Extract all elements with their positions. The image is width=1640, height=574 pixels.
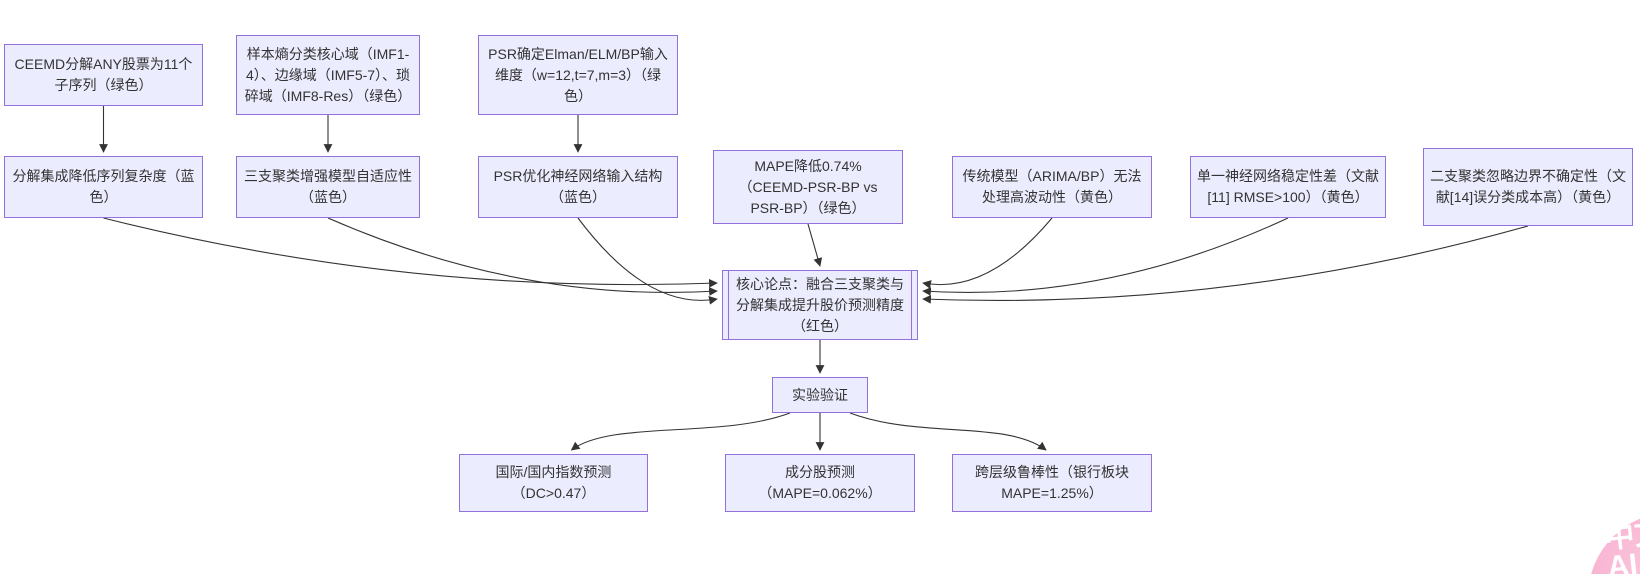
flow-node-label: PSR确定Elman/ELM/BP输入维度（w=12,t=7,m=3）（绿色） [488,45,668,104]
flow-node-label: 国际/国内指数预测（DC>0.47） [495,464,612,501]
flow-node-label: 传统模型（ARIMA/BP）无法处理高波动性（黄色） [962,168,1142,205]
edge-m5-core [922,217,1053,289]
edge-exp-b3 [849,412,1047,451]
flow-node-label: CEEMD分解ANY股票为11个子序列（绿色） [14,56,193,93]
edge-m6-core [922,217,1289,296]
flow-node-label: MAPE降低0.74%（CEEMD-PSR-BP vs PSR-BP）（绿色） [738,157,878,216]
edge-m2-core [327,217,718,296]
flow-node-label: 实验验证 [792,386,848,403]
flow-node-label: 分解集成降低序列复杂度（蓝色） [12,168,195,205]
brand-badge-text: 中文 AI [1603,516,1640,574]
flow-node-label: 样本熵分类核心域（IMF1-4）、边缘域（IMF5-7）、琐碎域（IMF8-Re… [244,45,412,104]
flow-node-m5: 传统模型（ARIMA/BP）无法处理高波动性（黄色） [952,156,1152,218]
flow-node-label: 单一神经网络稳定性差（文献[11] RMSE>100）（黄色） [1197,168,1379,205]
edge-m1-core [103,217,718,288]
flow-node-label: 核心论点：融合三支聚类与分解集成提升股价预测精度（红色） [736,275,904,334]
badge-line2: AI [1605,547,1640,574]
flow-node-m4: MAPE降低0.74%（CEEMD-PSR-BP vs PSR-BP）（绿色） [713,150,903,224]
flow-node-m3: PSR优化神经网络输入结构（蓝色） [478,156,678,218]
flow-node-b3: 跨层级鲁棒性（银行板块MAPE=1.25%） [952,454,1152,512]
flow-node-exp: 实验验证 [772,377,868,413]
flow-node-m1: 分解集成降低序列复杂度（蓝色） [4,156,203,218]
flow-node-label: 三支聚类增强模型自适应性（蓝色） [244,168,412,205]
edge-exp-b1 [570,412,791,451]
flow-node-label: PSR优化神经网络输入结构（蓝色） [493,168,663,205]
edge-m7-core [922,225,1529,304]
edge-m4-core [807,223,823,267]
flow-node-m2: 三支聚类增强模型自适应性（蓝色） [236,156,420,218]
flow-node-m6: 单一神经网络稳定性差（文献[11] RMSE>100）（黄色） [1190,156,1386,218]
flow-node-label: 成分股预测（MAPE=0.062%） [758,464,882,501]
flow-node-b1: 国际/国内指数预测（DC>0.47） [459,454,648,512]
flow-node-t1: CEEMD分解ANY股票为11个子序列（绿色） [4,44,203,106]
flow-node-t3: PSR确定Elman/ELM/BP输入维度（w=12,t=7,m=3）（绿色） [478,35,678,115]
edge-m3-core [577,217,718,305]
flow-node-label: 跨层级鲁棒性（银行板块MAPE=1.25%） [975,464,1129,501]
flow-node-core: 核心论点：融合三支聚类与分解集成提升股价预测精度（红色） [722,270,918,340]
flow-node-b2: 成分股预测（MAPE=0.062%） [725,454,915,512]
flow-node-label: 二支聚类忽略边界不确定性（文献[14]误分类成本高）（黄色） [1430,168,1626,205]
flow-node-t2: 样本熵分类核心域（IMF1-4）、边缘域（IMF5-7）、琐碎域（IMF8-Re… [236,35,420,115]
flow-node-m7: 二支聚类忽略边界不确定性（文献[14]误分类成本高）（黄色） [1423,148,1633,226]
